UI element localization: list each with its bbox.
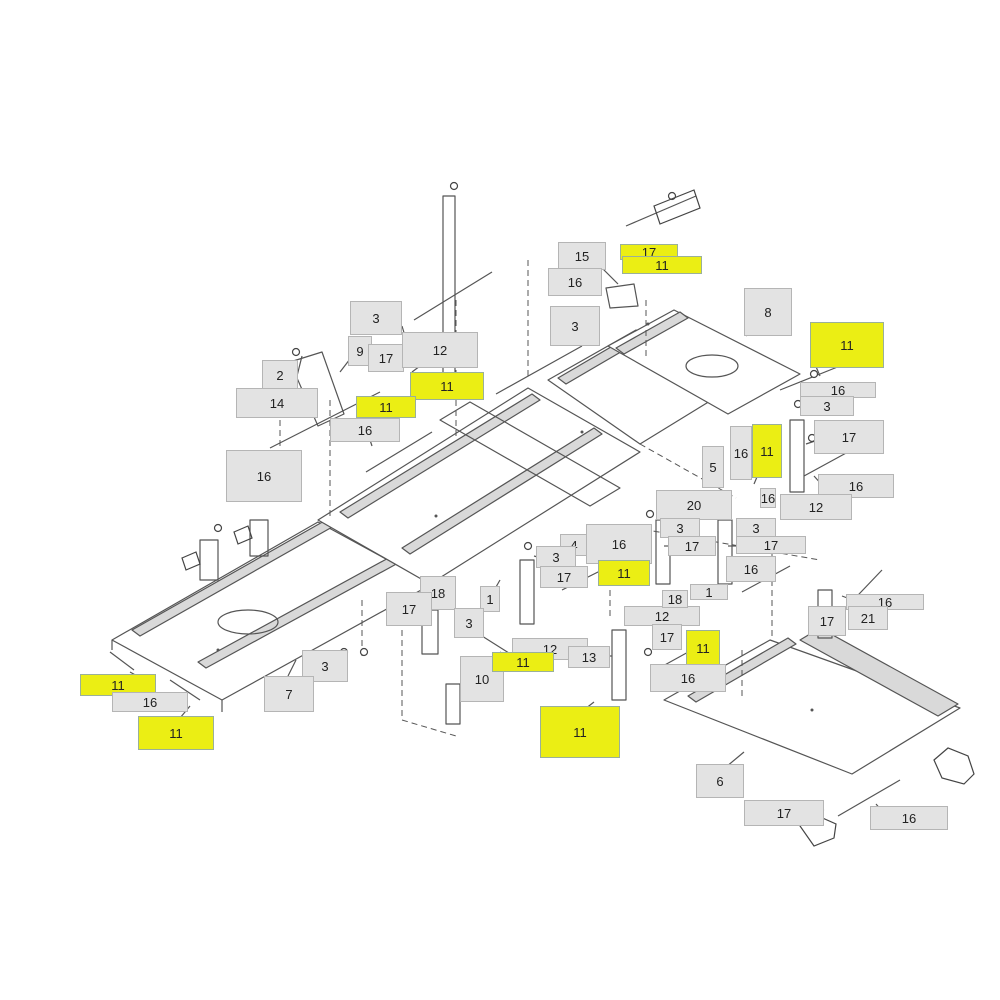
callout-c-5: 5 [702,446,724,488]
post-centre-a [519,559,535,625]
callout-c-20: 20 [656,490,732,520]
callout-c-11-b: 11 [356,396,416,418]
callout-c-11-j: 11 [138,716,214,750]
callout-c-3-c: 3 [800,396,854,416]
rod-k [837,779,901,817]
callout-c-11-g: 11 [686,630,720,666]
bolt-o [449,181,459,191]
callout-c-11-a: 11 [410,372,484,400]
callout-c-11-k: 11 [540,706,620,758]
callout-c-17-d: 17 [668,536,716,556]
deck-panel-4-rail-c [439,401,621,507]
clamp-right [933,747,975,785]
callout-c-3-d: 3 [660,518,700,538]
callout-c-16-b: 16 [226,450,302,502]
bolt-h [523,541,533,551]
bolt-i [643,647,653,657]
callout-c-16-m: 16 [760,488,776,508]
callout-c-11-d: 11 [810,322,884,368]
post-left-c [249,519,269,557]
callout-c-16-j: 16 [650,664,726,692]
callout-c-11-e: 11 [752,424,782,478]
deck-panel-4-rail-a [339,393,541,519]
callout-c-12-a: 12 [402,332,478,368]
callout-c-17-e: 17 [736,536,806,554]
hinge-top-right [653,189,701,225]
rod-a [413,271,493,321]
rod-e [779,365,841,391]
callout-c-11-h: 11 [492,652,554,672]
deck-panel-7-cutout [217,609,279,635]
callout-c-17-h: 17 [386,592,432,626]
callout-c-6: 6 [696,764,744,798]
callout-c-17-j: 17 [744,800,824,826]
callout-c-7: 7 [264,676,314,712]
callout-c-3-f: 3 [536,546,576,568]
callout-c-17-g: 17 [808,606,846,636]
callout-c-16-k: 16 [112,692,188,712]
callout-c-2: 2 [262,360,298,390]
callout-c-3-e: 3 [736,518,776,538]
post-right-a [789,419,805,493]
rod-m [169,679,201,701]
bolt-r [359,647,369,657]
callout-c-1: 1 [480,586,500,612]
callout-c-12-b: 12 [780,494,852,520]
callout-c-17-i: 17 [652,624,682,650]
rod-o [625,195,697,227]
bolt-f [645,509,655,519]
clamp-left-b [233,525,253,545]
callout-c-15: 15 [558,242,606,270]
callout-c-16-d: 16 [800,382,876,398]
deck-panel-8-cutout [685,354,739,378]
post-bottom-b [445,683,461,725]
rod-d [365,431,433,473]
bolt-q [213,523,223,533]
rod-f [803,451,849,477]
callout-c-1-b: 1 [690,584,728,600]
callout-c-17-c: 17 [814,420,884,454]
post-left-b [199,539,219,581]
deck-panel-8-rail [615,311,689,355]
callout-c-16-a: 16 [330,418,400,442]
callout-c-11-f: 11 [598,560,650,586]
callout-c-3-b: 3 [550,306,600,346]
deck-panel-4 [317,387,641,585]
callout-c-16-e: 16 [730,426,752,480]
callout-c-14: 14 [236,388,318,418]
bolt-a [291,347,301,357]
bracket-15 [605,283,639,309]
callout-c-16-g: 16 [586,524,652,564]
callout-c-3-a: 3 [350,301,402,335]
deck-panel-4-rail-b [401,427,603,555]
callout-c-8: 8 [744,288,792,336]
callout-c-13: 13 [568,646,610,668]
callout-c-17-f: 17 [540,566,588,588]
callout-c-16-h: 16 [726,556,776,582]
callout-c-21: 21 [848,606,888,630]
rod-l [109,651,135,671]
callout-c-11-c: 11 [622,256,702,274]
bolt-c [809,369,819,379]
callout-c-12-c: 12 [624,606,700,626]
clamp-left-a [181,551,201,571]
callout-c-16-l: 16 [870,806,948,830]
callout-c-16-c: 16 [548,268,602,296]
callout-c-17-a: 17 [368,344,404,372]
callout-c-18-b: 18 [662,590,688,608]
post-centre-b [611,629,627,701]
callout-c-3-g: 3 [454,608,484,638]
rod-b [495,345,583,395]
